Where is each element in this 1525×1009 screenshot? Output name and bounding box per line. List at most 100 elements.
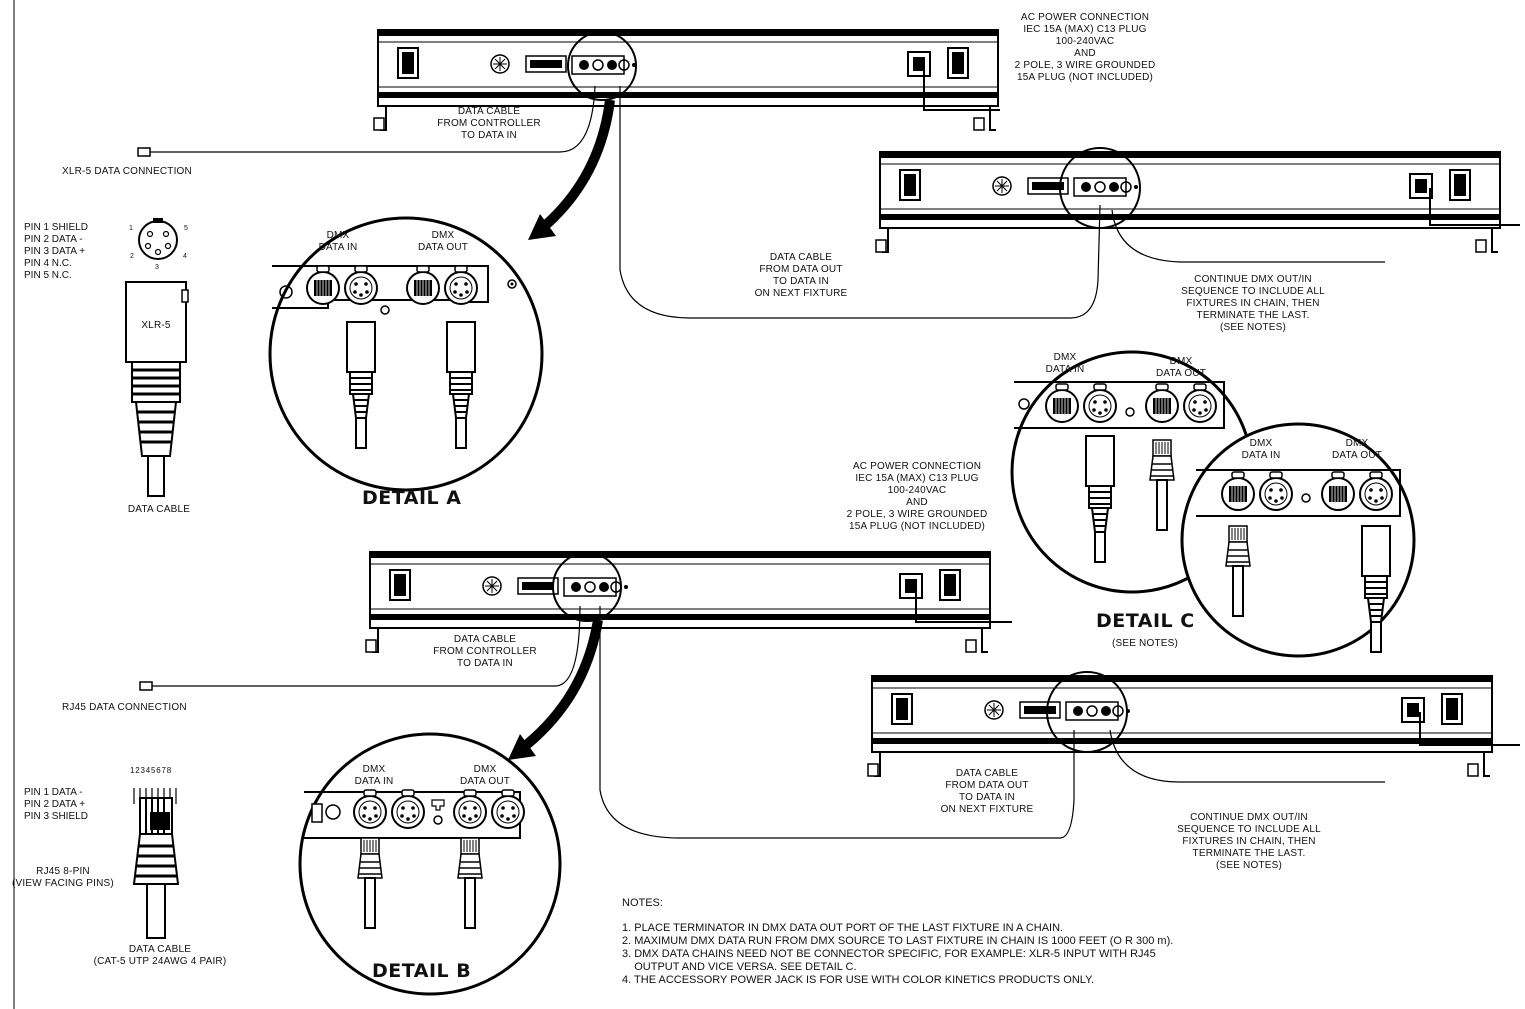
dmx-line: DATA OUT bbox=[417, 242, 469, 253]
power-line: IEC 15A (MAX) C13 PLUG bbox=[855, 473, 979, 484]
rj45-plug-label: RJ45 8-PIN (VIEW FACING PINS) bbox=[8, 866, 118, 890]
rj45-cable-line: DATA CABLE bbox=[128, 944, 192, 955]
xlr-socket-number: 4 bbox=[183, 253, 187, 260]
dmx-line: DMX bbox=[362, 764, 386, 775]
note-item: 2. MAXIMUM DMX DATA RUN FROM DMX SOURCE … bbox=[622, 935, 1174, 947]
cable-line: DATA CABLE bbox=[457, 106, 521, 117]
rj45-cable-line: (CAT-5 UTP 24AWG 4 PAIR) bbox=[93, 956, 227, 967]
dmx-line: DATA OUT bbox=[1155, 368, 1207, 379]
dmx-line: DMX bbox=[1345, 438, 1369, 449]
rj45-pin: PIN 3 SHIELD bbox=[24, 811, 88, 822]
cable-line: FROM CONTROLLER bbox=[437, 118, 541, 129]
rj45-cable-label: DATA CABLE (CAT-5 UTP 24AWG 4 PAIR) bbox=[70, 944, 250, 968]
rj45-connection-label: RJ45 DATA CONNECTION bbox=[62, 702, 187, 713]
xlr-plug-label: XLR-5 bbox=[141, 320, 171, 331]
dmx-line: DATA IN bbox=[1045, 364, 1085, 375]
continue-line: (SEE NOTES) bbox=[1219, 322, 1287, 333]
dmx-line: DATA IN bbox=[1241, 450, 1281, 461]
rj45-plug-line: (VIEW FACING PINS) bbox=[12, 878, 114, 889]
cable-line: ON NEXT FIXTURE bbox=[940, 804, 1034, 815]
continue-label-b: CONTINUE DMX OUT/IN SEQUENCE TO INCLUDE … bbox=[1164, 812, 1334, 872]
dmx-out-c2: DMX DATA OUT bbox=[1312, 438, 1402, 462]
rj45-pin: PIN 2 DATA + bbox=[24, 799, 86, 810]
power-line: 100-240VAC bbox=[887, 485, 947, 496]
detail-c-label: DETAIL C bbox=[1096, 610, 1195, 632]
dmx-line: DATA OUT bbox=[459, 776, 511, 787]
rj45-plug-line: RJ45 8-PIN bbox=[36, 866, 90, 877]
xlr-pin: PIN 5 N.C. bbox=[24, 270, 72, 281]
dmx-line: DATA OUT bbox=[1331, 450, 1383, 461]
dmx-line: DMX bbox=[326, 230, 350, 241]
power-line: IEC 15A (MAX) C13 PLUG bbox=[1023, 24, 1147, 35]
dmx-line: DMX bbox=[431, 230, 455, 241]
detail-a-label: DETAIL A bbox=[362, 487, 462, 509]
continue-line: CONTINUE DMX OUT/IN bbox=[1190, 812, 1308, 823]
dmx-in-c1: DMX DATA IN bbox=[1030, 352, 1100, 376]
xlr-pin-list: PIN 1 SHIELD PIN 2 DATA - PIN 3 DATA + P… bbox=[24, 222, 88, 282]
detail-b-label: DETAIL B bbox=[372, 960, 472, 982]
xlr-pin: PIN 3 DATA + bbox=[24, 246, 86, 257]
power-line: 2 POLE, 3 WIRE GROUNDED bbox=[846, 509, 988, 520]
xlr-socket-number: 3 bbox=[155, 264, 159, 271]
power-line: 15A PLUG (NOT INCLUDED) bbox=[1016, 72, 1154, 83]
xlr-socket-number: 1 bbox=[129, 225, 133, 232]
continue-line: CONTINUE DMX OUT/IN bbox=[1194, 274, 1312, 285]
cable-line: TO DATA IN bbox=[773, 276, 829, 287]
power-line: 15A PLUG (NOT INCLUDED) bbox=[848, 521, 986, 532]
dmx-out-b: DMX DATA OUT bbox=[440, 764, 530, 788]
xlr-pin: PIN 2 DATA - bbox=[24, 234, 83, 245]
cable-line: DATA CABLE bbox=[769, 252, 833, 263]
continue-label-a: CONTINUE DMX OUT/IN SEQUENCE TO INCLUDE … bbox=[1168, 274, 1338, 334]
note-item: 1. PLACE TERMINATOR IN DMX DATA OUT PORT… bbox=[622, 922, 1064, 934]
cable-line: FROM DATA OUT bbox=[945, 780, 1029, 791]
continue-line: FIXTURES IN CHAIN, THEN bbox=[1182, 836, 1316, 847]
dmx-line: DMX bbox=[1053, 352, 1077, 363]
dmx-in-b: DMX DATA IN bbox=[334, 764, 414, 788]
note-item: 3. DMX DATA CHAINS NEED NOT BE CONNECTOR… bbox=[622, 948, 1156, 960]
cable-line: TO DATA IN bbox=[457, 658, 513, 669]
continue-line: SEQUENCE TO INCLUDE ALL bbox=[1181, 286, 1325, 297]
cable-line: TO DATA IN bbox=[959, 792, 1015, 803]
dmx-line: DMX bbox=[473, 764, 497, 775]
continue-line: FIXTURES IN CHAIN, THEN bbox=[1186, 298, 1320, 309]
dmx-line: DMX bbox=[1169, 356, 1193, 367]
cable-line: ON NEXT FIXTURE bbox=[754, 288, 848, 299]
power-line: AC POWER CONNECTION bbox=[1020, 12, 1150, 23]
continue-line: (SEE NOTES) bbox=[1215, 860, 1283, 871]
dmx-line: DATA IN bbox=[354, 776, 394, 787]
xlr-connection-label: XLR-5 DATA CONNECTION bbox=[62, 166, 192, 177]
data-cable-next-label-a: DATA CABLE FROM DATA OUT TO DATA IN ON N… bbox=[726, 252, 876, 300]
power-line: AND bbox=[1074, 48, 1096, 59]
cable-line: DATA CABLE bbox=[453, 634, 517, 645]
continue-line: TERMINATE THE LAST. bbox=[1196, 310, 1310, 321]
dmx-in-a: DMX DATA IN bbox=[298, 230, 378, 254]
power-line: AND bbox=[906, 497, 928, 508]
dmx-out-c1: DMX DATA OUT bbox=[1136, 356, 1226, 380]
data-cable-controller-label-a: DATA CABLE FROM CONTROLLER TO DATA IN bbox=[414, 106, 564, 142]
rj45-pin-numbers: 12345678 bbox=[130, 766, 172, 775]
notes-title: NOTES: bbox=[622, 897, 663, 909]
dmx-line: DATA IN bbox=[318, 242, 358, 253]
continue-line: TERMINATE THE LAST. bbox=[1192, 848, 1306, 859]
xlr-cable-label: DATA CABLE bbox=[127, 504, 191, 515]
notes-section: NOTES: 1. PLACE TERMINATOR IN DMX DATA O… bbox=[622, 897, 1173, 987]
xlr-pin: PIN 4 N.C. bbox=[24, 258, 72, 269]
xlr-socket-number: 5 bbox=[184, 225, 188, 232]
power-label-mid: AC POWER CONNECTION IEC 15A (MAX) C13 PL… bbox=[822, 461, 1012, 533]
cable-line: TO DATA IN bbox=[461, 130, 517, 141]
power-label-top: AC POWER CONNECTION IEC 15A (MAX) C13 PL… bbox=[990, 12, 1180, 84]
power-line: AC POWER CONNECTION bbox=[852, 461, 982, 472]
rj45-pin: PIN 1 DATA - bbox=[24, 787, 83, 798]
dmx-line: DMX bbox=[1249, 438, 1273, 449]
cable-line: FROM CONTROLLER bbox=[433, 646, 537, 657]
note-item: 4. THE ACCESSORY POWER JACK IS FOR USE W… bbox=[622, 974, 1095, 986]
cable-line: DATA CABLE bbox=[955, 768, 1019, 779]
xlr-socket-number: 2 bbox=[130, 253, 134, 260]
data-cable-next-label-b: DATA CABLE FROM DATA OUT TO DATA IN ON N… bbox=[912, 768, 1062, 816]
dmx-out-a: DMX DATA OUT bbox=[398, 230, 488, 254]
note-item: OUTPUT AND VICE VERSA. SEE DETAIL C. bbox=[622, 961, 857, 973]
power-line: 100-240VAC bbox=[1055, 36, 1115, 47]
xlr-pin: PIN 1 SHIELD bbox=[24, 222, 88, 233]
detail-c-subtitle: (SEE NOTES) bbox=[1111, 638, 1179, 649]
